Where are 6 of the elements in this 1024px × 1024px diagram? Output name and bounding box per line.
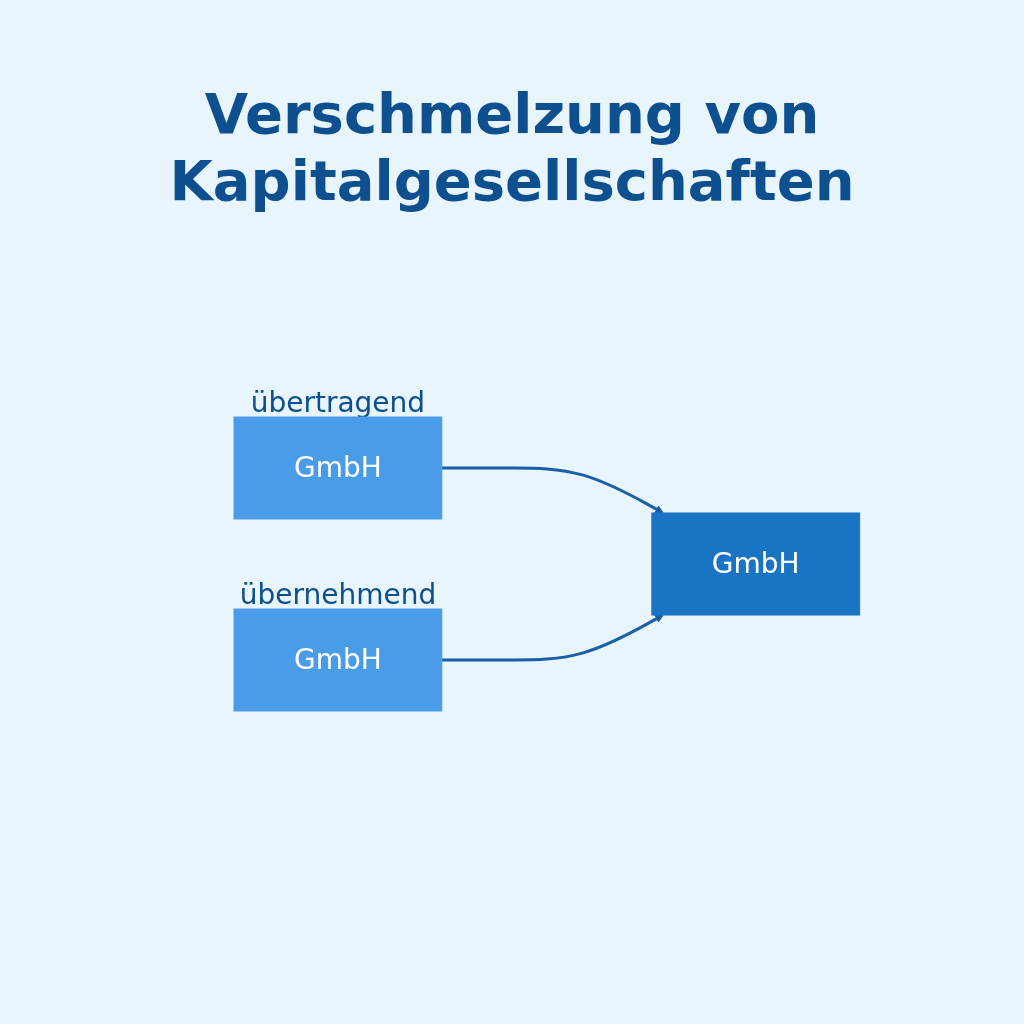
- node-box: GmbH: [651, 512, 861, 616]
- arrow: [442, 466, 664, 514]
- diagram-title: Verschmelzung von Kapitalgesellschaften: [168, 80, 856, 215]
- arrow: [442, 614, 664, 662]
- node-box: GmbH: [233, 608, 443, 712]
- node-box: GmbH: [233, 416, 443, 520]
